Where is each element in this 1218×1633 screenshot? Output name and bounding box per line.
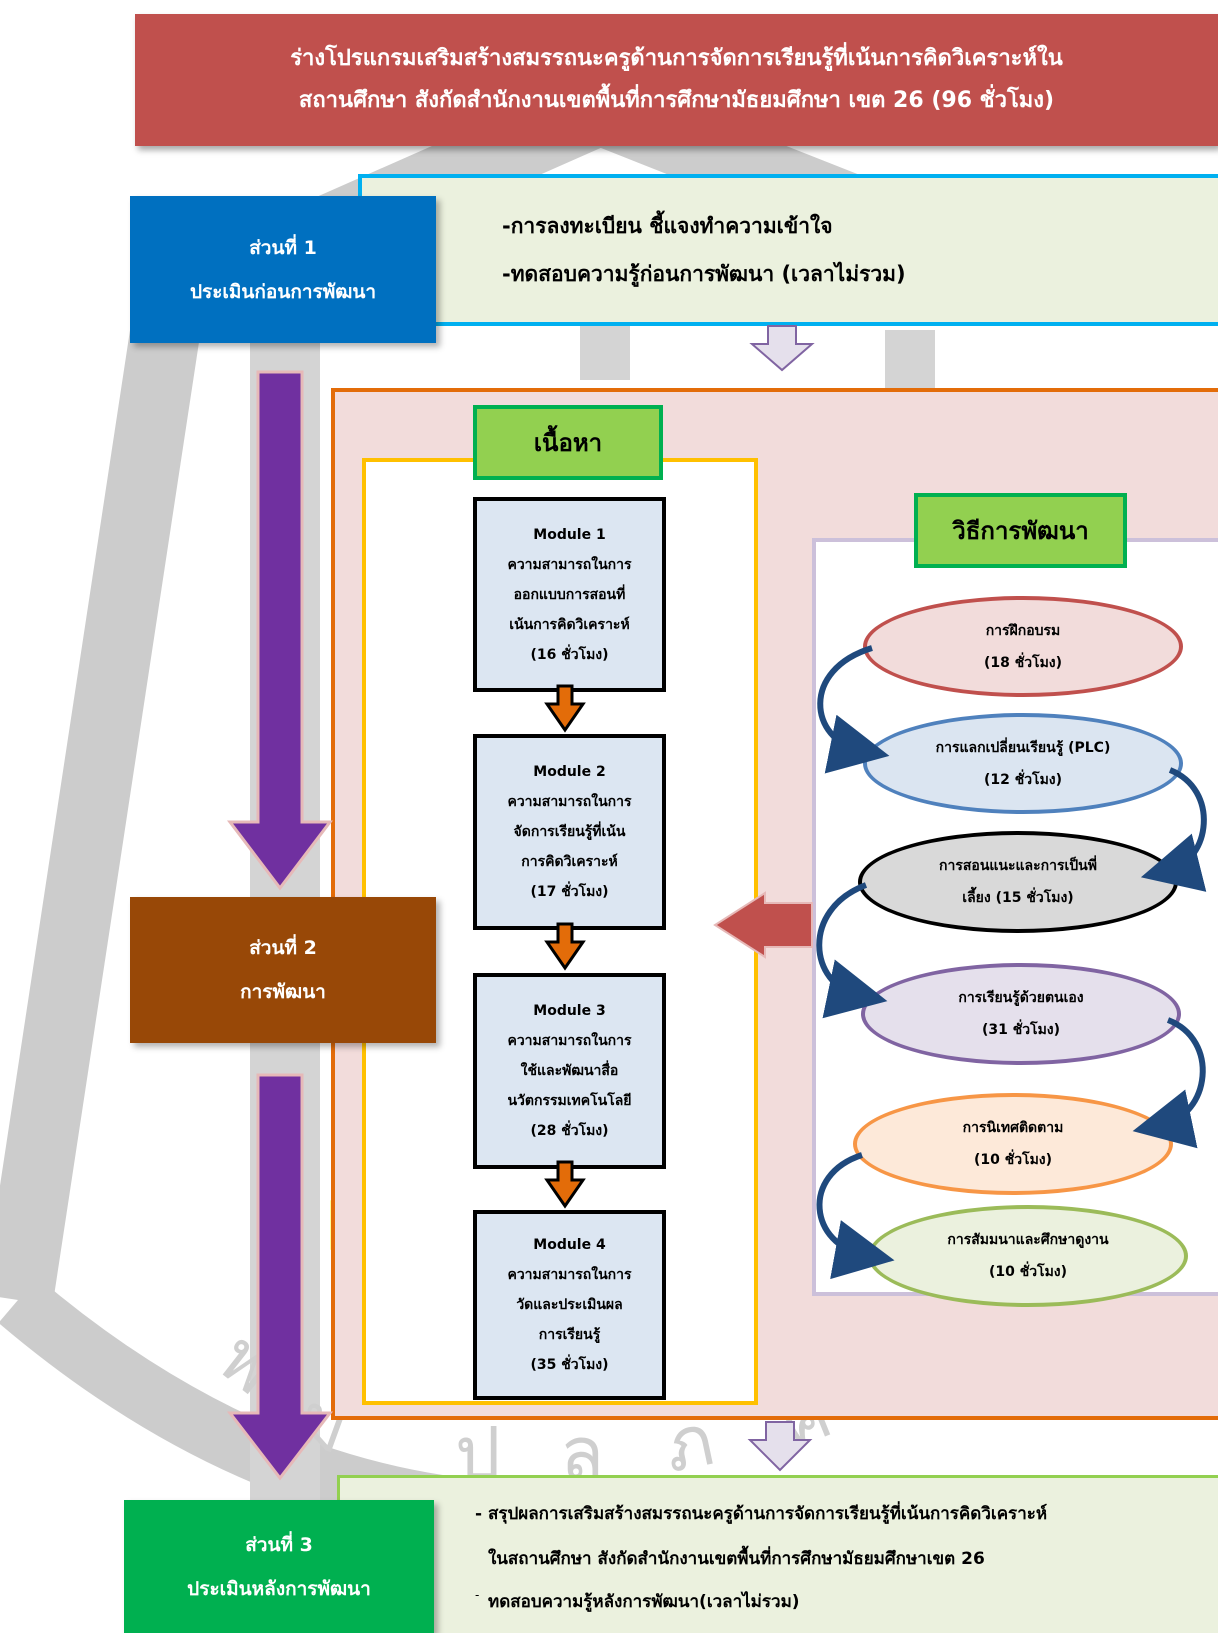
red-arrow-left bbox=[713, 891, 813, 959]
lavender-arrow-down-1 bbox=[749, 325, 815, 372]
purple-arrow-down-2 bbox=[226, 1073, 334, 1481]
method-hours: (31 ชั่วโมง) bbox=[981, 1022, 1061, 1038]
curved-connector-5 bbox=[816, 1152, 895, 1280]
module-hours: (17 ชั่วโมง) bbox=[530, 884, 609, 900]
part2-label: ส่วนที่ 2 bbox=[249, 937, 317, 959]
module-title: Module 1 bbox=[533, 526, 606, 543]
method-hours: (18 ชั่วโมง) bbox=[983, 654, 1063, 671]
orange-arrow-down-1 bbox=[544, 684, 586, 733]
content-header: เนื้อหา bbox=[473, 405, 663, 480]
module-line: ความสามารถในการ bbox=[507, 1267, 632, 1283]
method-training: การฝึกอบรม (18 ชั่วโมง) bbox=[863, 596, 1183, 697]
method-label: การแลกเปลี่ยนเรียนรู้ (PLC) bbox=[935, 739, 1111, 756]
method-self-learning: การเรียนรู้ด้วยตนเอง (31 ชั่วโมง) bbox=[861, 963, 1181, 1065]
part1-activities-panel: -การลงทะเบียน ชี้แจงทำความเข้าใจ -ทดสอบค… bbox=[358, 174, 1218, 326]
purple-arrow-down-1 bbox=[226, 370, 334, 891]
lavender-arrow-down-2 bbox=[747, 1421, 813, 1472]
method-label: การสัมมนาและศึกษาดูงาน bbox=[947, 1232, 1109, 1248]
part1-item-2: -ทดสอบความรู้ก่อนการพัฒนา (เวลาไม่รวม) bbox=[502, 262, 906, 286]
module-title: Module 2 bbox=[533, 764, 606, 780]
method-seminar: การสัมมนาและศึกษาดูงาน (10 ชั่วโมง) bbox=[868, 1205, 1188, 1307]
module-line: ความสามารถในการ bbox=[507, 556, 632, 573]
method-hours: (10 ชั่วโมง) bbox=[973, 1152, 1053, 1168]
module-hours: (28 ชั่วโมง) bbox=[530, 1123, 609, 1139]
method-hours: (12 ชั่วโมง) bbox=[983, 771, 1063, 788]
module-line: เน้นการคิดวิเคราะห์ bbox=[509, 616, 630, 633]
method-label: การสอนแนะและการเป็นพี่ bbox=[939, 858, 1097, 874]
part3-activities-panel: - สรุปผลการเสริมสร้างสมรรถนะครูด้านการจั… bbox=[337, 1475, 1218, 1633]
method-label: การฝึกอบรม bbox=[985, 622, 1061, 639]
module-4: Module 4 ความสามารถในการ วัดและประเมินผล… bbox=[473, 1210, 666, 1400]
title-banner: ร่างโปรแกรมเสริมสร้างสมรรถนะครูด้านการจั… bbox=[135, 14, 1218, 146]
part3-item-1-line-1: - สรุปผลการเสริมสร้างสมรรถนะครูด้านการจั… bbox=[475, 1504, 1048, 1524]
part2-box: ส่วนที่ 2 การพัฒนา bbox=[130, 897, 436, 1043]
part1-name: ประเมินก่อนการพัฒนา bbox=[189, 280, 377, 303]
orange-arrow-down-2 bbox=[544, 922, 586, 971]
method-hours: เลี้ยง (15 ชั่วโมง) bbox=[962, 890, 1074, 906]
module-line: จัดการเรียนรู้ที่เน้น bbox=[513, 824, 626, 840]
method-hours: (10 ชั่วโมง) bbox=[988, 1264, 1068, 1280]
methods-header-label: วิธีการพัฒนา bbox=[952, 517, 1089, 545]
title-line-2: สถานศึกษา สังกัดสำนักงานเขตพื้นที่การศึก… bbox=[298, 88, 1055, 113]
curved-connector-4 bbox=[1132, 1017, 1206, 1149]
curved-connector-1 bbox=[817, 645, 890, 774]
method-label: การเรียนรู้ด้วยตนเอง bbox=[958, 990, 1084, 1006]
title-line-1: ร่างโปรแกรมเสริมสร้างสมรรถนะครูด้านการจั… bbox=[290, 46, 1063, 71]
module-title: Module 4 bbox=[533, 1237, 606, 1253]
part3-name: ประเมินหลังการพัฒนา bbox=[187, 1577, 371, 1600]
module-line: ใช้และพัฒนาสื่อ bbox=[520, 1063, 619, 1079]
curved-connector-3 bbox=[816, 882, 888, 1019]
module-line: ความสามารถในการ bbox=[507, 1033, 632, 1049]
module-line: ความสามารถในการ bbox=[507, 794, 632, 810]
module-1: Module 1 ความสามารถในการ ออกแบบการสอนที่… bbox=[473, 497, 666, 692]
part3-item-1-line-2: ในสถานศึกษา สังกัดสำนักงานเขตพื้นที่การศ… bbox=[488, 1549, 985, 1569]
content-header-label: เนื้อหา bbox=[533, 429, 603, 457]
part1-box: ส่วนที่ 1 ประเมินก่อนการพัฒนา bbox=[130, 196, 436, 343]
module-line: วัดและประเมินผล bbox=[516, 1297, 623, 1313]
part3-label: ส่วนที่ 3 bbox=[245, 1533, 313, 1556]
methods-header: วิธีการพัฒนา bbox=[914, 493, 1127, 568]
module-line: การคิดวิเคราะห์ bbox=[521, 854, 618, 870]
module-line: นวัตกรรมเทคโนโลยี bbox=[507, 1093, 632, 1109]
module-hours: (16 ชั่วโมง) bbox=[530, 646, 609, 663]
module-line: การเรียนรู้ bbox=[538, 1327, 601, 1343]
part3-item-2: ทดสอบความรู้หลังการพัฒนา(เวลาไม่รวม) bbox=[488, 1592, 800, 1612]
module-line: ออกแบบการสอนที่ bbox=[513, 586, 626, 603]
orange-arrow-down-3 bbox=[544, 1160, 586, 1209]
module-2: Module 2 ความสามารถในการ จัดการเรียนรู้ท… bbox=[473, 734, 666, 930]
module-title: Module 3 bbox=[533, 1003, 606, 1019]
curved-connector-2 bbox=[1140, 767, 1207, 892]
part2-name: การพัฒนา bbox=[240, 981, 326, 1003]
method-supervision: การนิเทศติดตาม (10 ชั่วโมง) bbox=[853, 1093, 1173, 1195]
part1-item-1: -การลงทะเบียน ชี้แจงทำความเข้าใจ bbox=[502, 214, 833, 238]
part3-box: ส่วนที่ 3 ประเมินหลังการพัฒนา bbox=[124, 1500, 434, 1633]
part1-label: ส่วนที่ 1 bbox=[249, 236, 317, 259]
module-hours: (35 ชั่วโมง) bbox=[530, 1357, 609, 1373]
part3-item-2-bullet: - bbox=[475, 1588, 480, 1602]
method-label: การนิเทศติดตาม bbox=[962, 1120, 1064, 1136]
